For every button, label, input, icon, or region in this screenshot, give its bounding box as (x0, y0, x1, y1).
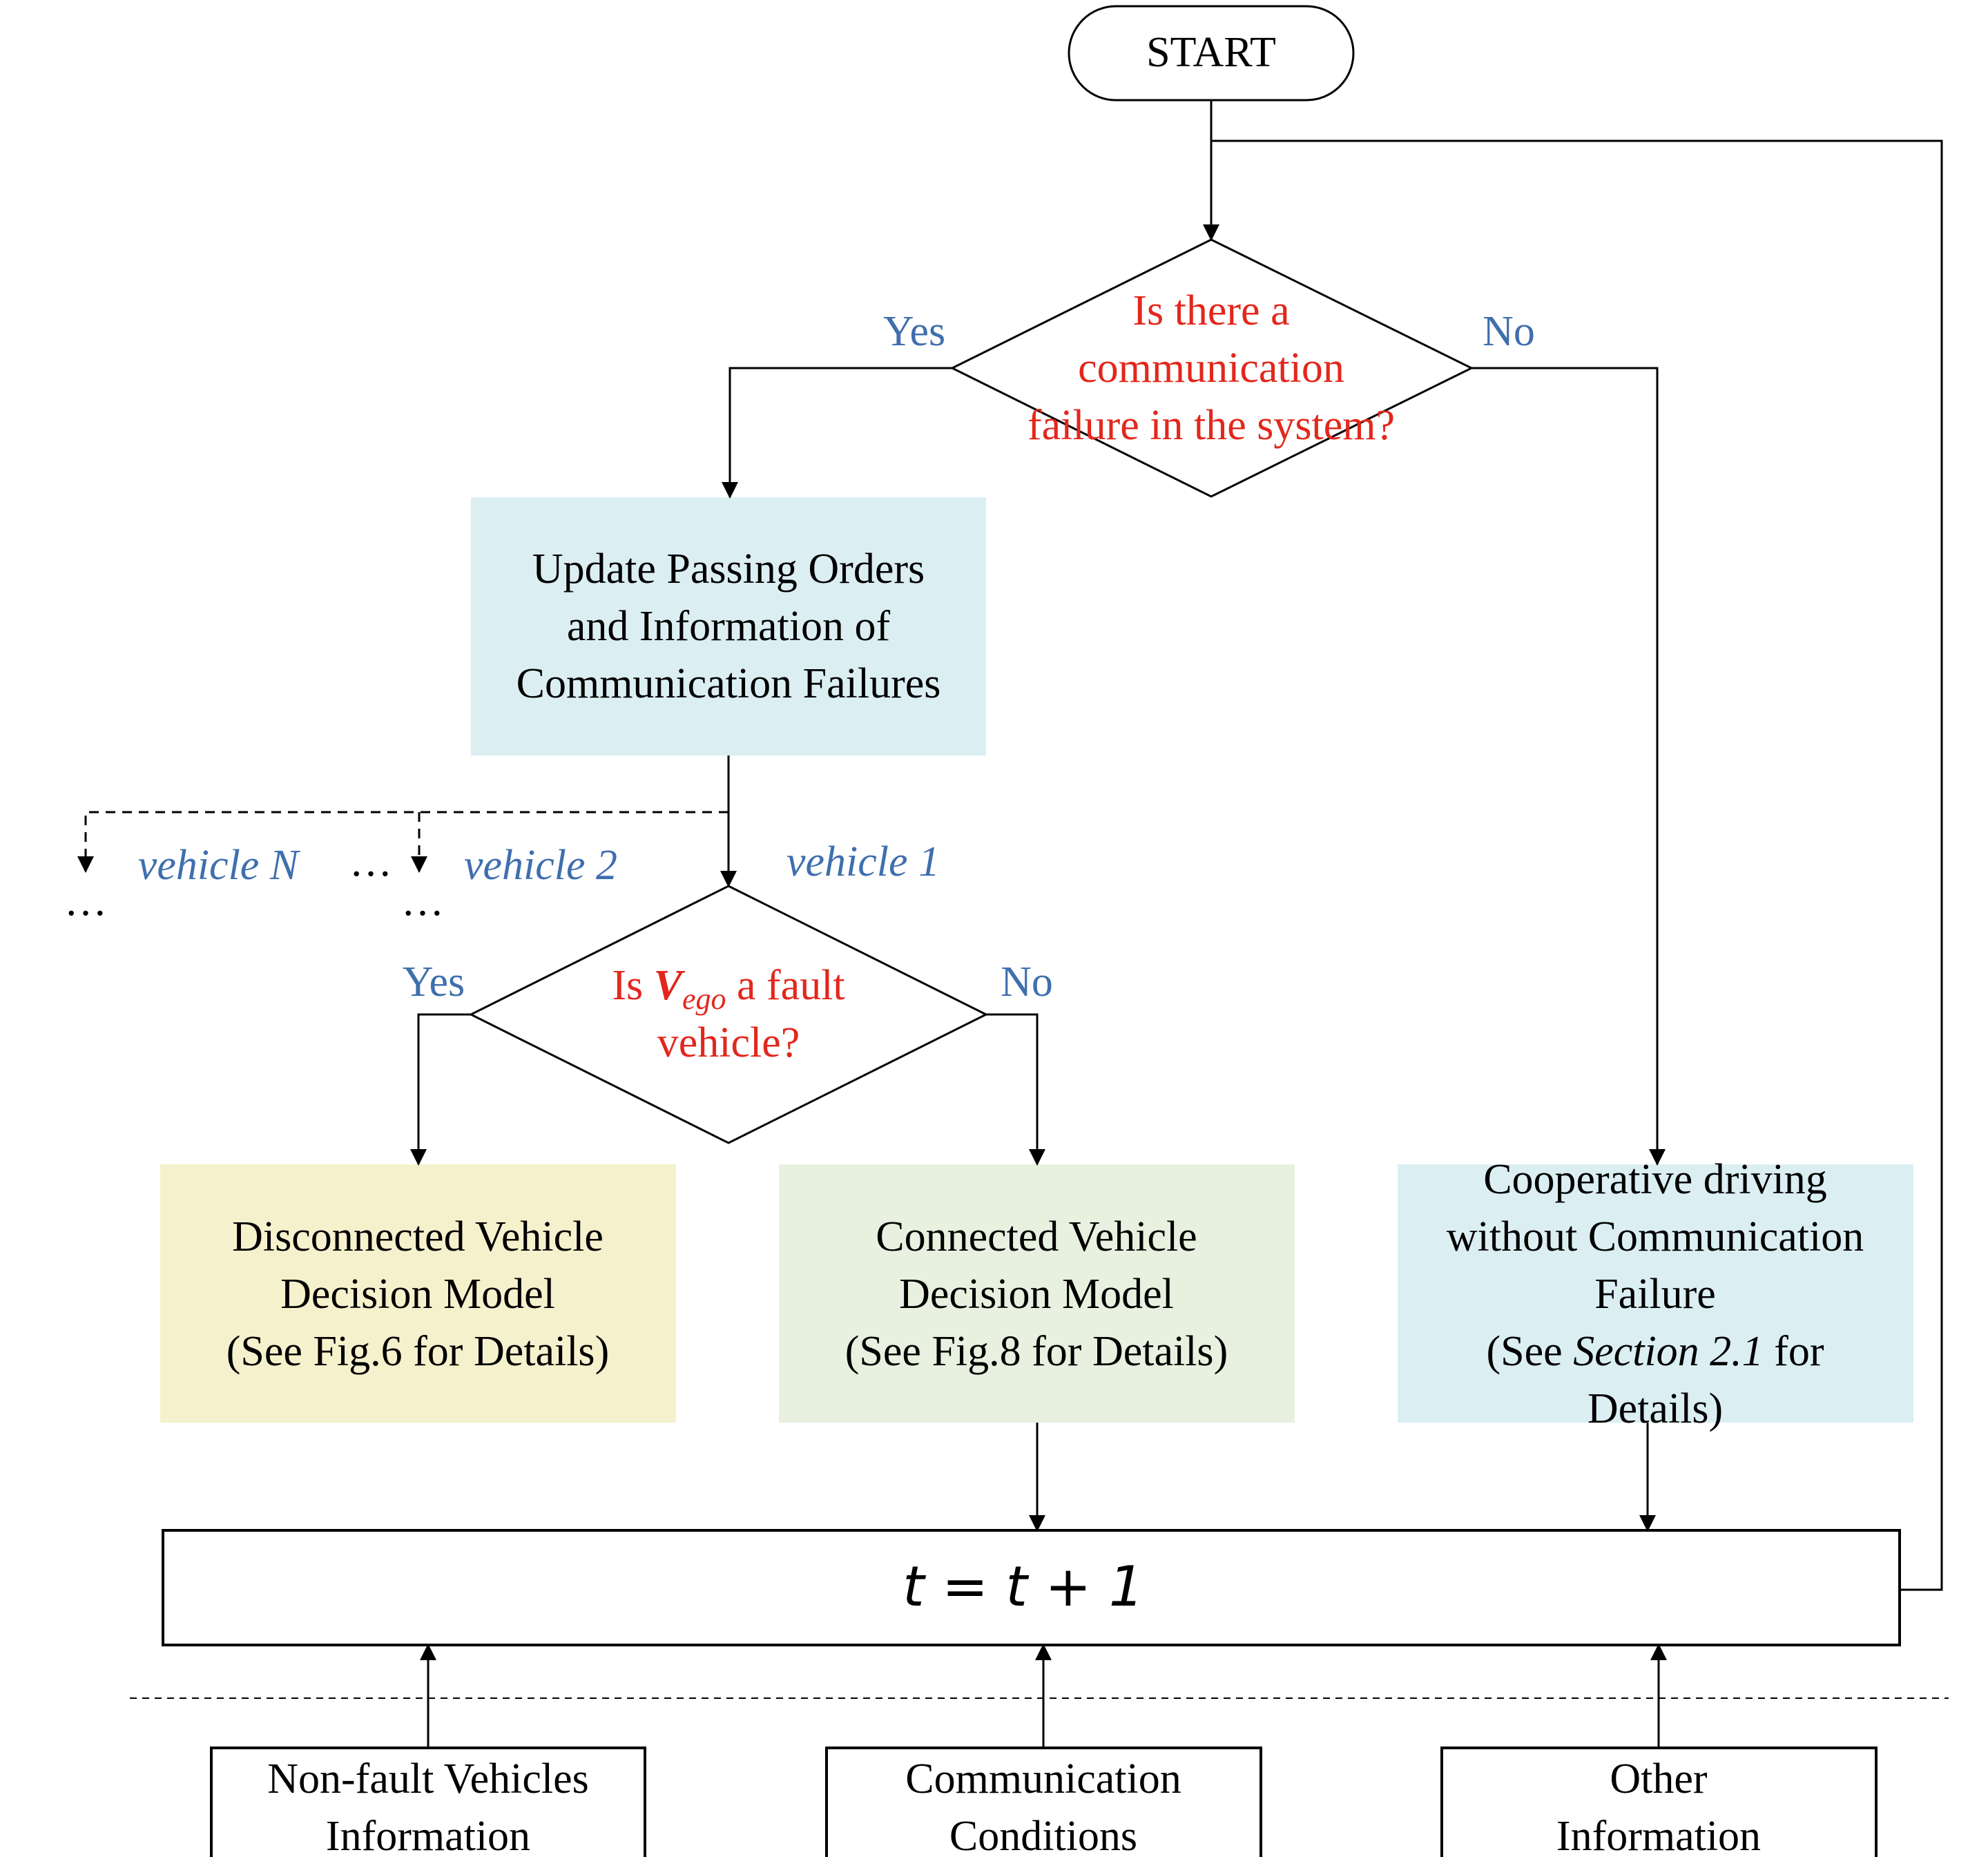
other-line1: Other (1610, 1755, 1708, 1802)
cooperative-line3: Failure (1594, 1271, 1716, 1318)
decision1-no-label: No (1483, 308, 1535, 355)
cooperative-line5: Details) (1587, 1385, 1723, 1432)
disconnected-line2: Decision Model (280, 1271, 555, 1318)
connected-vehicle-box (779, 1164, 1295, 1423)
edge-decision1-no (1471, 367, 1666, 1166)
comm-line2: Conditions (949, 1813, 1137, 1857)
decision1-line2: communication (1078, 345, 1344, 392)
time-update-box (162, 1529, 1901, 1646)
nonfault-line1: Non-fault Vehicles (267, 1755, 588, 1802)
decision2-sub: ego (682, 982, 726, 1016)
decision2-yes-label: Yes (403, 959, 465, 1006)
edge-loop-back (1211, 139, 1943, 1591)
decision2-line2: vehicle? (657, 1019, 800, 1066)
decision1-line1: Is there a (1132, 287, 1289, 334)
decision-fault-vehicle (468, 885, 989, 1144)
connected-line3: (See Fig.8 for Details) (845, 1328, 1228, 1375)
vehicle-n-label: vehicle N (138, 842, 301, 889)
disconnected-vehicle-box (160, 1164, 676, 1423)
cooperative-driving-box (1398, 1164, 1913, 1423)
cooperative-line1: Cooperative driving (1483, 1156, 1827, 1203)
decision2-v: V (654, 962, 686, 1009)
disconnected-line3: (See Fig.6 for Details) (226, 1328, 609, 1375)
cooperative-see: (See (1487, 1328, 1563, 1375)
disconnected-line1: Disconnected Vehicle (232, 1213, 604, 1260)
decision2-is: Is (612, 962, 643, 1009)
decision2-rest: a fault (737, 962, 845, 1009)
comm-line1: Communication (905, 1755, 1181, 1802)
other-line2: Information (1556, 1813, 1761, 1857)
decision1-yes-label: Yes (883, 308, 945, 355)
ellipsis-under-vehicle-n: … (64, 878, 107, 925)
cooperative-for: for (1774, 1328, 1824, 1375)
communication-conditions-box (825, 1747, 1262, 1857)
cooperative-line4: (See Section 2.1 for (1487, 1328, 1824, 1375)
vehicle-1-label: vehicle 1 (786, 838, 940, 885)
edge-decision2-no (986, 1013, 1045, 1166)
start-label: START (1146, 29, 1276, 76)
connected-line2: Decision Model (899, 1271, 1174, 1318)
update-box-line3: Communication Failures (517, 660, 941, 707)
update-passing-orders-box (471, 497, 986, 756)
connected-line1: Connected Vehicle (876, 1213, 1197, 1260)
edge-dashed-vehicle-branch (77, 811, 728, 873)
nonfault-line2: Information (326, 1813, 530, 1857)
edge-decision2-yes (410, 1013, 471, 1166)
nonfault-info-box (210, 1747, 646, 1857)
decision2-line1: Is Vego a fault (612, 962, 845, 1016)
update-box-line1: Update Passing Orders (532, 546, 925, 593)
other-info-box (1440, 1747, 1878, 1857)
vehicle-2-label: vehicle 2 (464, 842, 617, 889)
time-update-equation: t = t + 1 (903, 1555, 1143, 1619)
edge-decision1-yes (722, 367, 952, 499)
decision2-no-label: No (1001, 959, 1053, 1006)
cooperative-line2: without Communication (1447, 1213, 1864, 1260)
decision-communication-failure (949, 238, 1474, 498)
ellipsis-under-vehicle-2: … (401, 878, 444, 925)
update-box-line2: and Information of (567, 603, 891, 650)
cooperative-section: Section 2.1 (1573, 1328, 1764, 1375)
ellipsis-between-vehicles: … (349, 838, 392, 885)
decision1-line3: failure in the system? (1027, 402, 1395, 449)
